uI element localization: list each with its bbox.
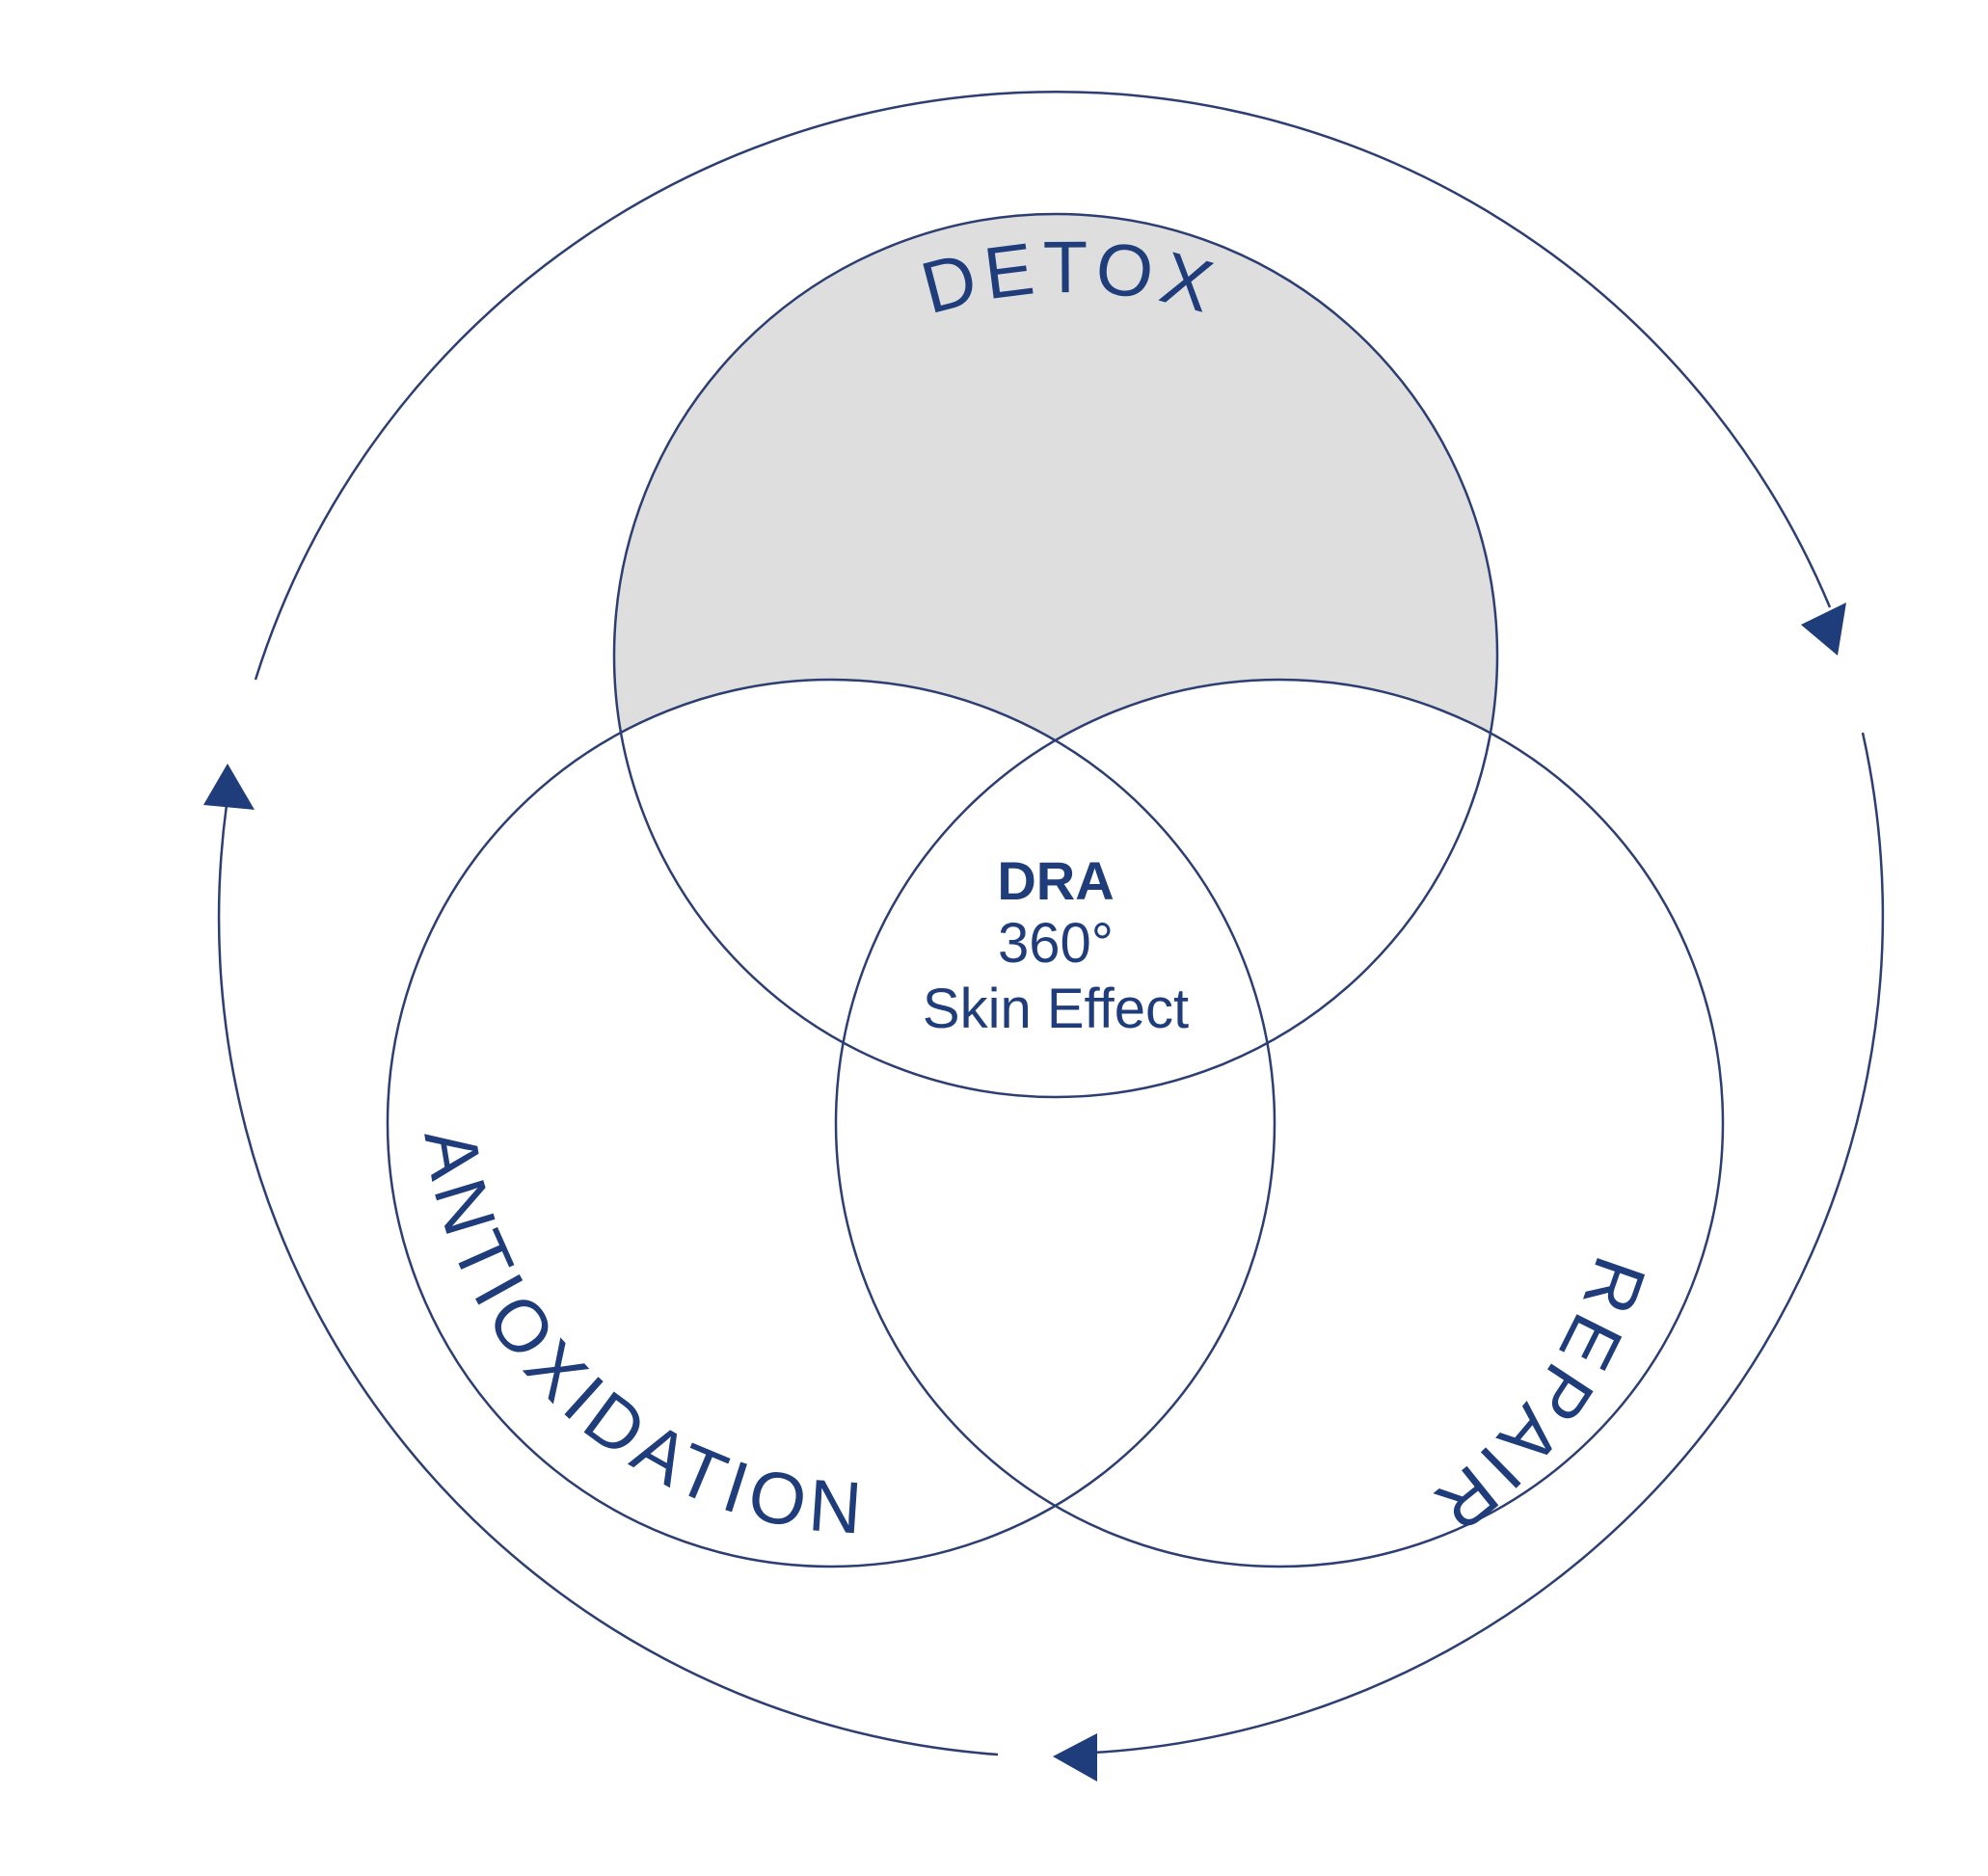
antioxidation-circle-outline: [386, 678, 1276, 1568]
repair-circle-outline: [834, 678, 1725, 1568]
cycle-arc-right: [1093, 732, 1885, 1755]
cycle-arrow-top-right-icon: [1801, 603, 1846, 656]
cycle-arc-top: [254, 90, 1832, 681]
cycle-arrow-bottom-icon: [1053, 1733, 1097, 1782]
detox-circle-outline: [612, 212, 1499, 1099]
cycle-arc-bottom: [217, 804, 999, 1756]
repair-circle-fill: [836, 680, 1723, 1567]
center-line-skin-effect: Skin Effect: [923, 978, 1189, 1040]
center-line-360: 360°: [998, 912, 1114, 975]
center-title: DRA: [997, 850, 1114, 911]
cycle-arrow-left-icon: [203, 764, 255, 810]
